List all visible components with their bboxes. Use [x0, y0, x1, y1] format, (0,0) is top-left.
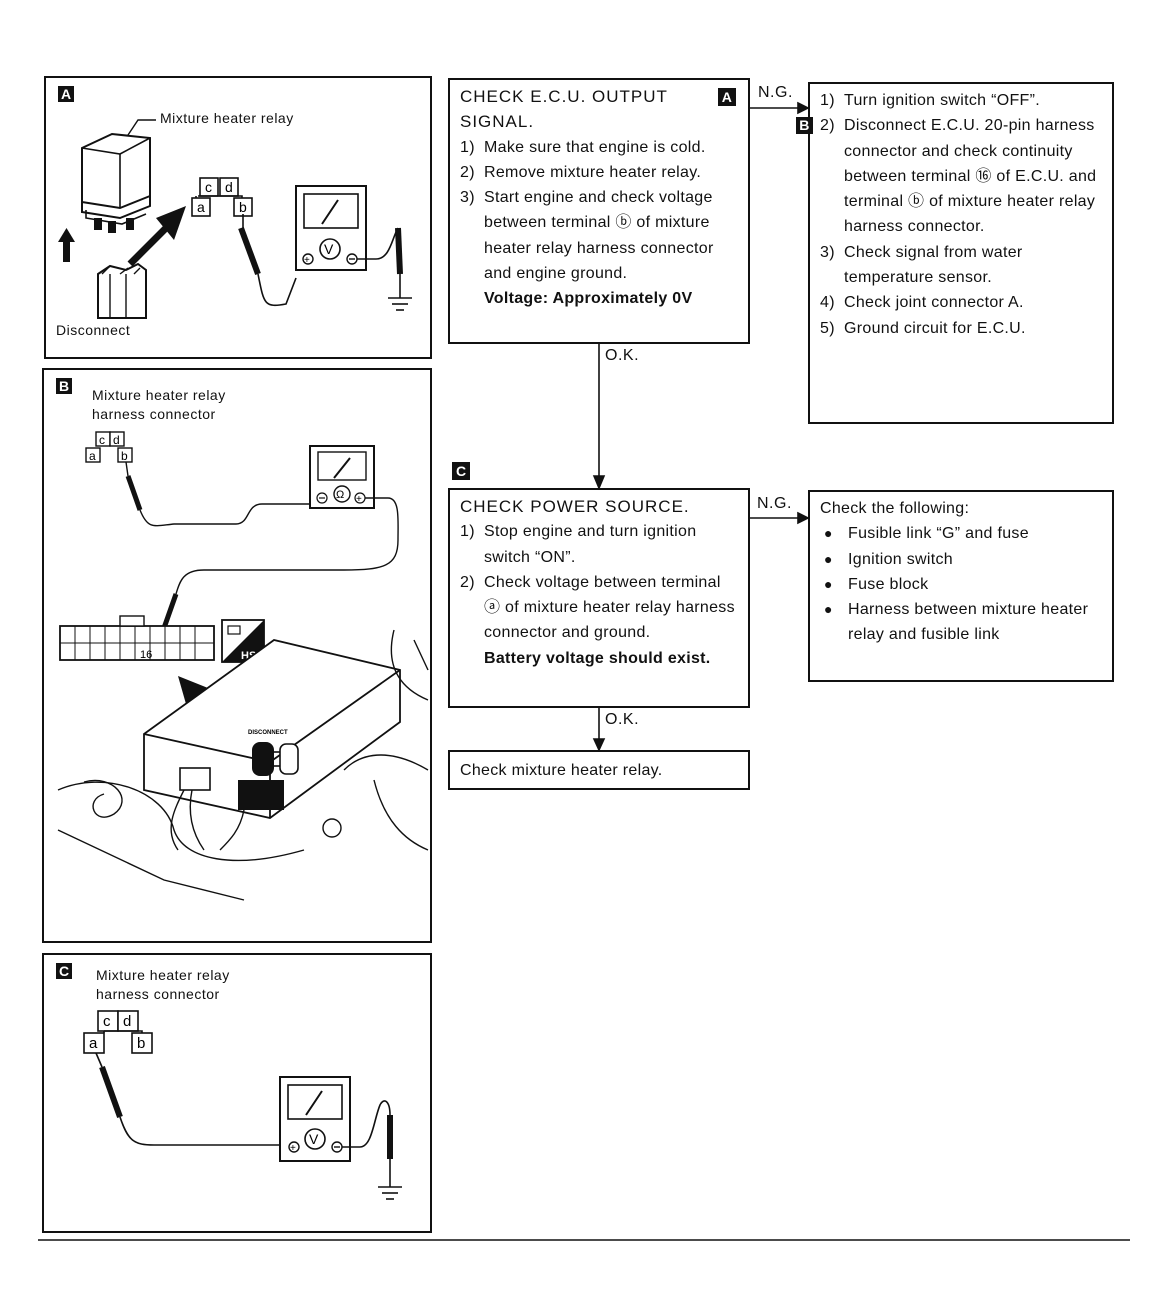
- step1-tag: A: [718, 88, 736, 106]
- step2-expected-result: Battery voltage should exist.: [484, 649, 711, 667]
- ng2-checklist: ●Fusible link “G” and fuse ●Ignition swi…: [820, 521, 1102, 647]
- ignition-off-badge-icon: HS: [221, 619, 265, 663]
- list-item: 1)Make sure that engine is cold.: [460, 138, 706, 156]
- illustration-panel-b: B Mixture heater relay harness connector…: [42, 368, 432, 943]
- panel-b-drawing: c d a b Ω +: [57, 431, 429, 901]
- pin-d-label: d: [123, 1013, 131, 1030]
- connector-pins: c d a b: [191, 177, 253, 217]
- flow-step-check-ecu-output: A CHECK E.C.U. OUTPUT SIGNAL. 1)Make sur…: [448, 78, 750, 344]
- meter-symbol: V: [324, 241, 334, 257]
- pin-c-label: c: [205, 179, 212, 195]
- meter-symbol: Ω: [336, 489, 344, 501]
- list-item: 3)Start engine and check voltage between…: [460, 189, 714, 283]
- connector-label-line-2: harness connector: [96, 986, 220, 1002]
- svg-text:+: +: [304, 255, 310, 266]
- pin-a-label: a: [197, 199, 205, 215]
- connector-pins: c d a b: [85, 431, 133, 463]
- step1-instructions: 1)Make sure that engine is cold. 2)Remov…: [460, 135, 738, 287]
- panel-c-tag: C: [56, 963, 72, 979]
- panel-a-tag: A: [58, 86, 74, 102]
- step2-instructions: 1)Stop engine and turn ignition switch “…: [460, 519, 738, 645]
- step2-title: CHECK POWER SOURCE.: [460, 497, 690, 516]
- pin-d-label: d: [113, 433, 120, 447]
- harness-connector-icon: [170, 767, 284, 851]
- list-item: 4)Check joint connector A.: [820, 294, 1024, 312]
- diagonal-arrow-icon: [127, 206, 186, 267]
- illustration-panel-c: C Mixture heater relay harness connector…: [42, 953, 432, 1233]
- ok1-label: O.K.: [605, 347, 640, 364]
- panel-a-drawing: c d a b V +: [58, 119, 412, 319]
- relay-socket-icon: [97, 262, 147, 319]
- ecu-terminal-number: 16: [140, 649, 152, 661]
- disconnect-icon: DISCONNECT: [248, 730, 299, 776]
- list-item: 1)Turn ignition switch “OFF”.: [820, 92, 1040, 109]
- list-item: 1)Stop engine and turn ignition switch “…: [460, 523, 697, 566]
- flow-step-check-power-source: CHECK POWER SOURCE. 1)Stop engine and tu…: [448, 488, 750, 708]
- list-item: 2)Check voltage between terminal ⓐ of mi…: [460, 573, 735, 642]
- pin-b-label: b: [121, 449, 128, 463]
- connector-pins: c d a b: [83, 1010, 153, 1054]
- svg-text:+: +: [290, 1143, 296, 1154]
- panel-b-tag: B: [56, 378, 72, 394]
- ground-icon: [388, 297, 412, 311]
- probe-icon: [238, 214, 297, 307]
- list-item: ●Ignition switch: [824, 550, 953, 568]
- list-item: ●Harness between mixture heater relay an…: [824, 601, 1089, 644]
- illustration-panel-a: A Mixture heater relay Disconnect: [44, 76, 432, 359]
- step1-expected-result: Voltage: Approximately 0V: [484, 290, 693, 308]
- up-arrow-icon: [58, 228, 75, 262]
- pin-c-label: c: [99, 433, 105, 447]
- pin-b-label: b: [239, 199, 247, 215]
- list-item: 2)Remove mixture heater relay.: [460, 163, 702, 181]
- svg-text:+: +: [356, 494, 362, 505]
- pin-b-label: b: [137, 1035, 145, 1052]
- pin-d-label: d: [225, 179, 233, 195]
- connector-label-line-2: harness connector: [92, 406, 216, 422]
- list-item: ●Fusible link “G” and fuse: [824, 525, 1029, 543]
- step1-title-line-2: SIGNAL.: [460, 112, 535, 132]
- voltmeter-icon: V +: [295, 185, 367, 271]
- connector-label-line-1: Mixture heater relay: [96, 967, 230, 983]
- panel-c-drawing: c d a b V +: [83, 1010, 402, 1200]
- pin-a-label: a: [89, 449, 96, 463]
- disconnect-label: Disconnect: [56, 322, 131, 338]
- flow-ng-actions-2: Check the following: ●Fusible link “G” a…: [808, 490, 1114, 682]
- ng2-heading: Check the following:: [820, 500, 970, 517]
- meter-symbol: V: [309, 1131, 319, 1147]
- ohmmeter-icon: Ω +: [309, 445, 375, 509]
- relay-label: Mixture heater relay: [160, 110, 294, 126]
- ng1-item2-tag: B: [796, 117, 813, 135]
- step1-title-line-1: CHECK E.C.U. OUTPUT: [460, 87, 668, 106]
- ecu-connector-icon: 16: [59, 615, 215, 661]
- flow-final-step: Check mixture heater relay.: [448, 750, 750, 790]
- connector-label-line-1: Mixture heater relay: [92, 387, 226, 403]
- ng2-label: N.G.: [757, 495, 792, 512]
- list-item: ●Fuse block: [824, 575, 929, 593]
- pin-a-label: a: [89, 1035, 98, 1052]
- ground-icon: [378, 1186, 402, 1200]
- disconnect-small-label: DISCONNECT: [248, 730, 288, 736]
- voltmeter-icon: V +: [279, 1076, 351, 1162]
- relay-icon: [81, 132, 151, 233]
- ok2-label: O.K.: [605, 711, 640, 728]
- step2-tag: C: [452, 462, 470, 480]
- list-item: 5)Ground circuit for E.C.U.: [820, 319, 1026, 337]
- ng1-label: N.G.: [758, 84, 793, 101]
- list-item: 3)Check signal from water temperature se…: [820, 243, 1023, 287]
- pin-c-label: c: [103, 1013, 111, 1030]
